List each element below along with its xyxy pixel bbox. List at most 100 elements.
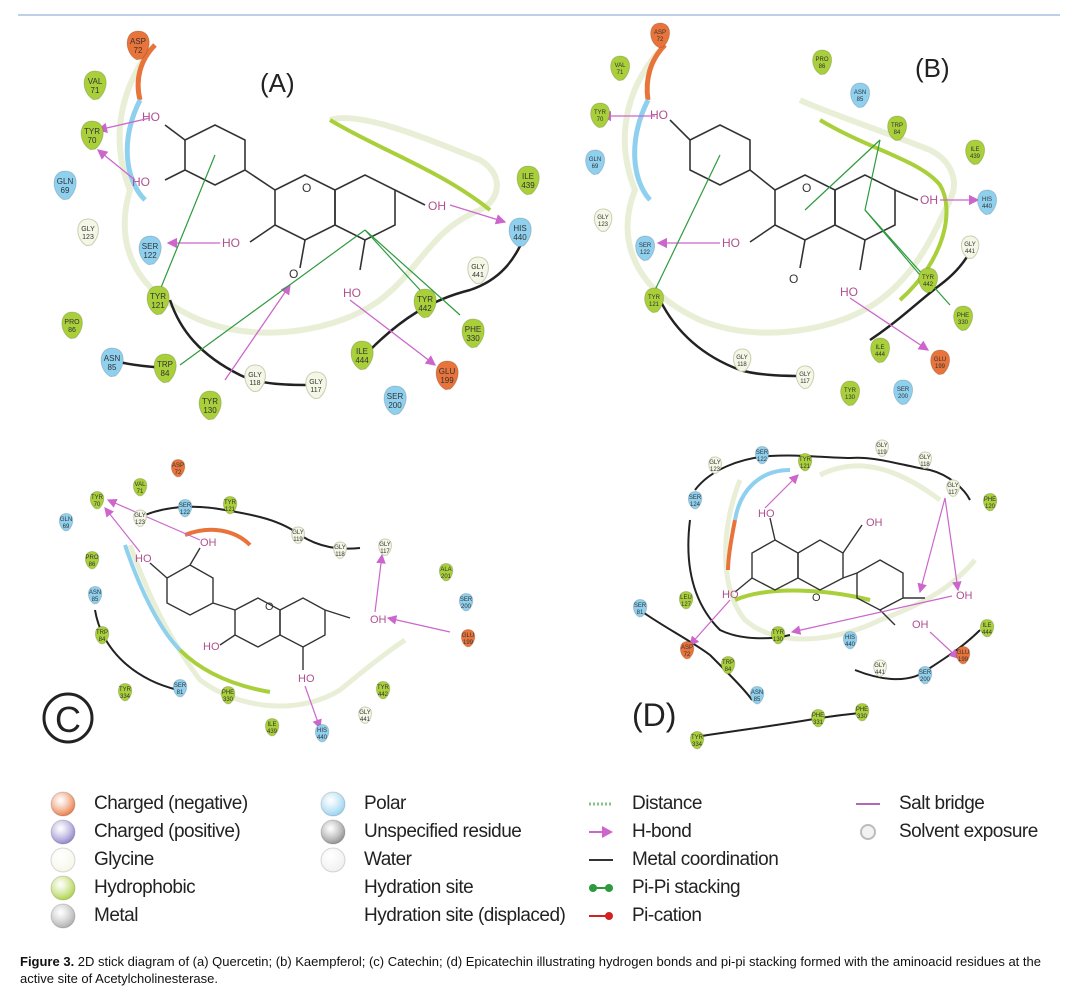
residue-shape [689, 730, 705, 750]
residue-number: 72 [175, 470, 182, 476]
residue-shape [177, 498, 193, 518]
legend-swatch-empty [320, 903, 346, 929]
residue-number: 123 [135, 520, 146, 526]
residue-number: 444 [875, 352, 886, 358]
legend-label: Hydration site (displaced) [364, 905, 566, 926]
residue-name: PRO [815, 57, 828, 63]
residue-shape [982, 492, 998, 512]
residue-name: VAL [615, 63, 627, 69]
pi-pi-stacking [654, 154, 721, 291]
residue-name: SER [142, 242, 159, 251]
legend-label: Hydration site [364, 877, 474, 898]
residue-name: VAL [135, 482, 147, 488]
residue-name: PHE [957, 313, 969, 319]
residue-name: ALA [440, 567, 451, 573]
residue-shape [305, 371, 327, 400]
hbond [386, 615, 451, 633]
residue-name: TYR [844, 388, 857, 394]
legend-label: Pi-cation [632, 905, 702, 926]
backbone [694, 712, 861, 738]
residue-shape [946, 479, 960, 497]
residue-name: TYR [150, 292, 166, 301]
legend-item: Charged (positive) [50, 818, 241, 846]
backbone [687, 519, 791, 640]
residue-name: SER [756, 450, 769, 456]
atom-label: HO [222, 236, 240, 250]
atom-label: O [802, 181, 811, 195]
residue-number: 200 [898, 394, 909, 400]
residue-shape [918, 451, 932, 469]
legend: Charged (negative)Charged (positive)Glyc… [0, 770, 1070, 940]
residue-name: TYR [84, 127, 100, 136]
residue-number: 85 [92, 597, 99, 603]
residue-name: GLY [947, 483, 959, 489]
panel-a-label: (A) [260, 68, 295, 98]
residue-name: PHE [856, 707, 868, 713]
residue-name: TYR [202, 397, 218, 406]
pi-pi-stacking [159, 154, 216, 291]
residue-name: PHE [812, 713, 824, 719]
residue-name: ASN [854, 90, 866, 96]
legend-item: Pi-cation [588, 902, 702, 930]
residue-shape [610, 55, 631, 82]
residue-number: 334 [120, 694, 131, 700]
residue-name: ASN [89, 590, 101, 596]
hbond [917, 497, 946, 594]
interaction-diagram: (A) HO HO HO HO OH O O [42, 22, 998, 750]
residue-shape [435, 360, 459, 391]
residue-number: 124 [690, 502, 701, 508]
residue-name: GLN [60, 517, 72, 523]
residue-name: GLY [736, 355, 748, 361]
residue-number: 86 [819, 64, 826, 70]
residue-shape [979, 618, 995, 638]
residue-name: GLY [964, 242, 976, 248]
residue-shape [220, 685, 236, 705]
residue-name: GLY [359, 710, 371, 716]
residue-number: 200 [388, 401, 402, 410]
atom-label: OH [912, 619, 929, 631]
legend-swatch-hyd [50, 875, 76, 901]
residue-name: SER [689, 495, 702, 501]
pi-pi-stacking [864, 139, 881, 211]
residue-number: 330 [857, 714, 868, 720]
residue-number: 70 [597, 117, 604, 123]
residue-number: 440 [317, 735, 328, 741]
atom-label: OH [370, 614, 387, 626]
exposure-blue [124, 98, 147, 202]
residue-name: SER [639, 243, 652, 249]
legend-swatch-pipi [588, 875, 614, 901]
panel-d-label: (D) [632, 697, 676, 733]
panel-d: (D) HO OH HO OH OH O [632, 439, 998, 750]
hbond [790, 595, 953, 635]
exposure-blue [632, 98, 652, 202]
residue-name: ASP [130, 37, 146, 46]
exposure-orange [135, 43, 157, 101]
backbone [168, 299, 311, 387]
residue-number: 121 [225, 507, 236, 513]
exposure-green [734, 588, 871, 602]
atom-label: HO [132, 175, 150, 189]
residue-name: ILE [522, 172, 534, 181]
residue-shape [953, 305, 974, 332]
residue-name: GLU [462, 633, 474, 639]
